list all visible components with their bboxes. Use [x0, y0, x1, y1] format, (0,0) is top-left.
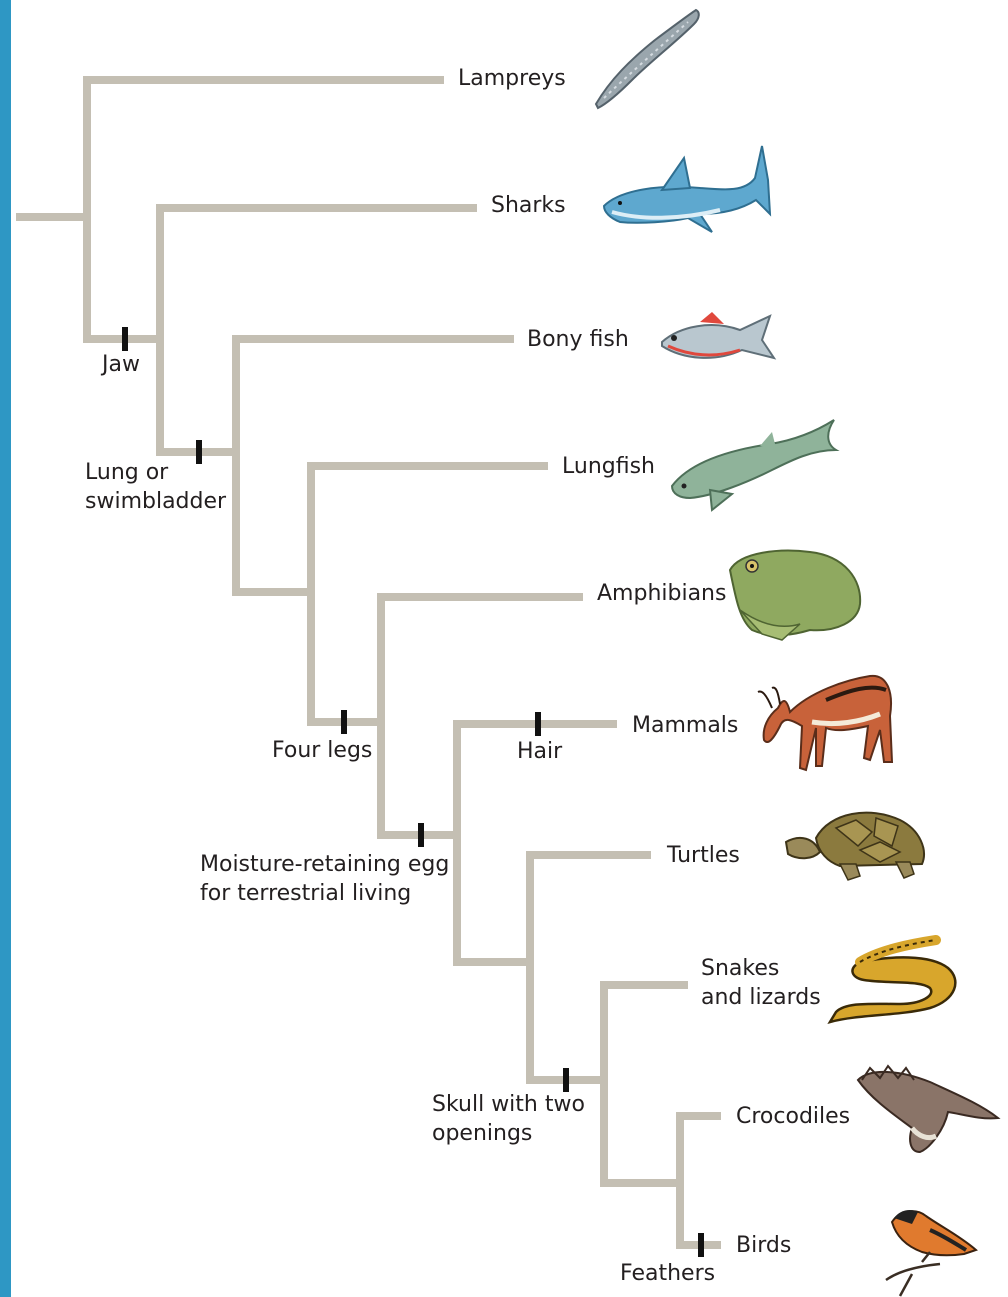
- branch-lampreys: [87, 80, 440, 217]
- taxon-label-bony-fish: Bony fish: [527, 325, 629, 354]
- trait-label-hair: Hair: [517, 737, 562, 766]
- taxon-label-snakes: Snakes and lizards: [701, 954, 821, 1012]
- branch-sharks: [160, 208, 473, 339]
- tortoise-icon: [786, 813, 924, 880]
- bird-icon: [886, 1210, 976, 1296]
- branch-jawed: [87, 217, 160, 339]
- branch-lobe-clade: [236, 452, 311, 592]
- shark-icon: [604, 146, 770, 232]
- branch-tetrapods: [311, 592, 381, 722]
- branch-reptiles: [457, 835, 530, 962]
- taxon-label-turtles: Turtles: [667, 841, 740, 870]
- trait-marker-hair: [535, 712, 541, 736]
- taxon-label-amphibians: Amphibians: [597, 579, 726, 608]
- trait-label-jaw: Jaw: [102, 350, 140, 379]
- trait-marker-feathers: [698, 1233, 704, 1257]
- trait-marker-egg: [418, 823, 424, 847]
- lamprey-icon: [596, 10, 699, 108]
- taxon-label-lungfish: Lungfish: [562, 452, 655, 481]
- taxon-label-mammals: Mammals: [632, 711, 738, 740]
- trait-label-legs: Four legs: [272, 736, 372, 765]
- trait-label-egg: Moisture-retaining egg for terrestrial l…: [200, 850, 449, 908]
- branch-lungfish: [311, 466, 544, 592]
- branch-bony-fish: [236, 339, 510, 452]
- antelope-icon: [758, 676, 892, 770]
- branch-amphibians: [381, 597, 579, 722]
- taxon-label-sharks: Sharks: [491, 191, 566, 220]
- branch-amniotes: [381, 722, 457, 835]
- tree-branches: [20, 80, 717, 1245]
- frog-icon: [730, 551, 860, 640]
- branch-snakes: [604, 985, 684, 1080]
- crocodile-icon: [858, 1066, 998, 1152]
- branch-bony-clade: [160, 339, 236, 452]
- branch-turtles: [530, 855, 647, 962]
- lungfish-icon: [672, 420, 836, 510]
- branch-diapsids: [530, 962, 604, 1080]
- bony-fish-icon: [662, 312, 774, 358]
- taxon-label-crocodiles: Crocodiles: [736, 1102, 850, 1131]
- trait-marker-jaw: [122, 327, 128, 351]
- trait-label-skull: Skull with two openings: [432, 1090, 585, 1148]
- snake-icon: [830, 940, 955, 1022]
- branch-archosaurs: [604, 1080, 680, 1183]
- trait-marker-legs: [341, 710, 347, 734]
- branch-crocodiles: [680, 1116, 717, 1183]
- taxon-label-lampreys: Lampreys: [458, 64, 566, 93]
- trait-label-lung: Lung or swimbladder: [85, 458, 226, 516]
- taxon-label-birds: Birds: [736, 1231, 791, 1260]
- trait-label-feathers: Feathers: [620, 1259, 715, 1288]
- trait-marker-skull: [563, 1068, 569, 1092]
